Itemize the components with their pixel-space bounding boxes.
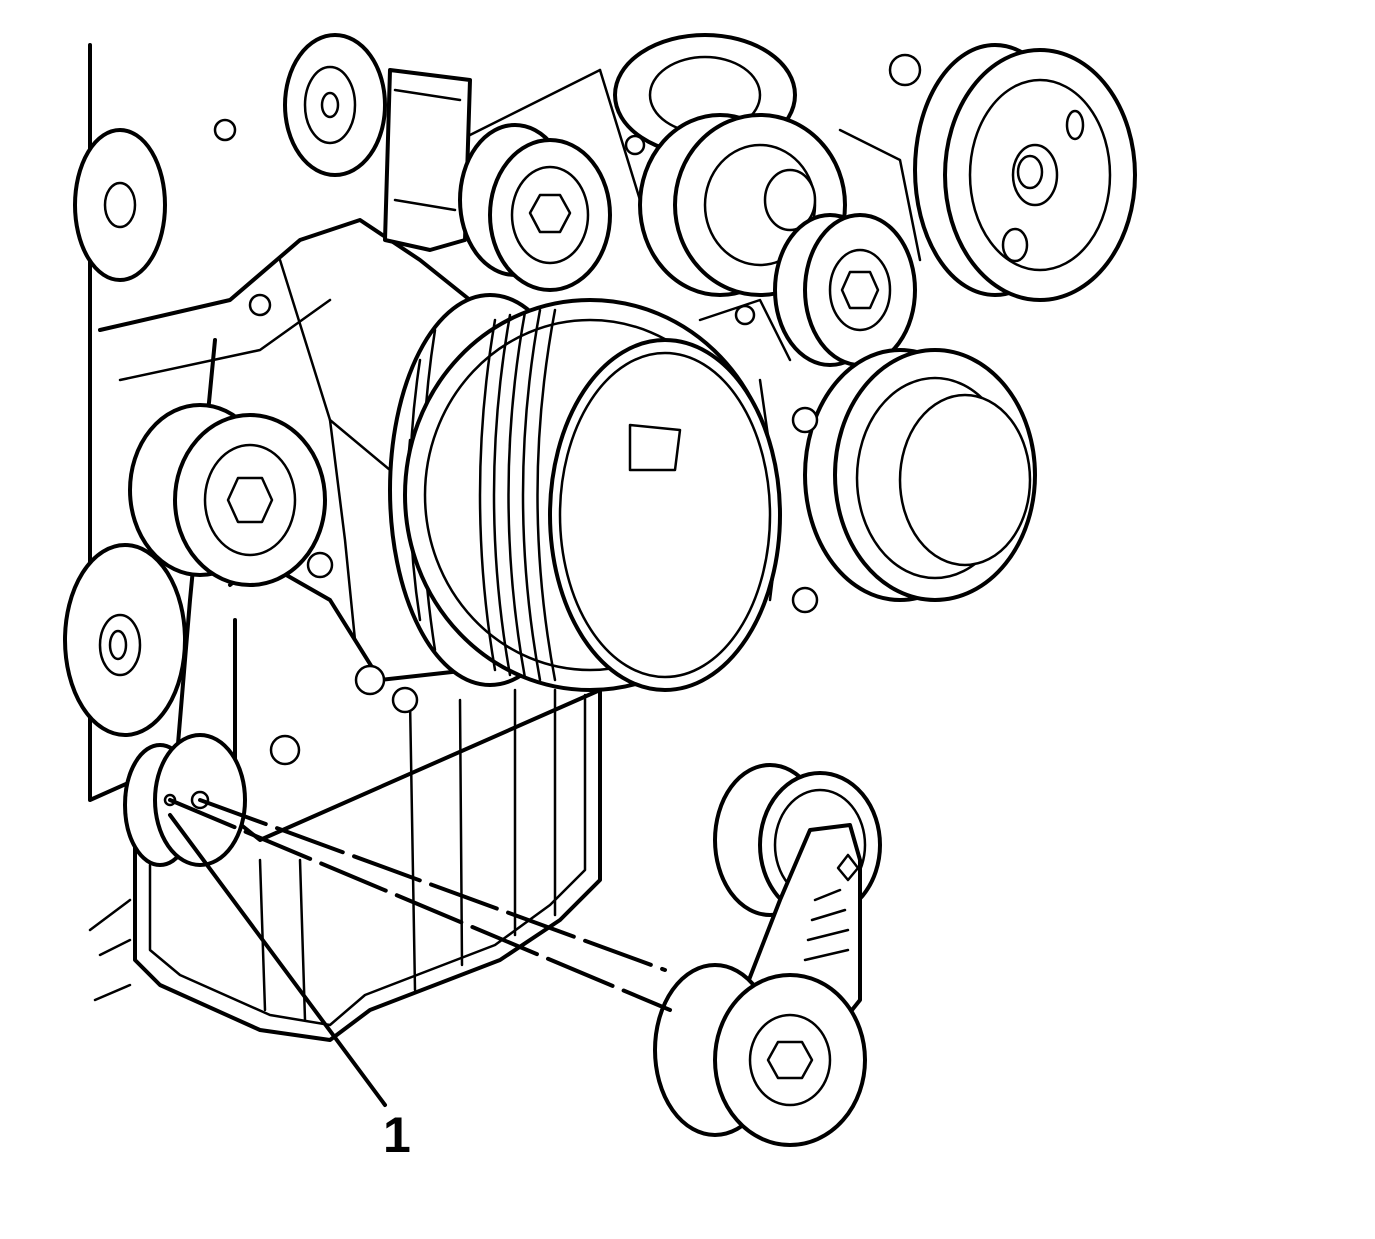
callout-1-leader-line bbox=[168, 813, 387, 1107]
far-left-upper-pulley bbox=[73, 128, 167, 282]
water-pump-pulley bbox=[283, 33, 387, 177]
alignment-line bbox=[168, 798, 672, 1012]
right-idler-pulley bbox=[773, 213, 917, 367]
callout-1-label: 1 bbox=[383, 1107, 411, 1163]
crankshaft-balancer-pulley bbox=[388, 293, 782, 692]
far-left-lower-pulley bbox=[63, 543, 187, 737]
belt-tensioner-assembly bbox=[653, 763, 882, 1147]
front-cover-bolts bbox=[213, 118, 756, 766]
thermostat-housing bbox=[383, 68, 472, 252]
left-idler-pulley bbox=[128, 403, 334, 587]
side-engine-lines bbox=[88, 898, 132, 1002]
power-steering-pulley bbox=[888, 43, 1137, 302]
ac-compressor-pulley bbox=[791, 348, 1037, 614]
tensioner-mounting-boss bbox=[123, 733, 247, 867]
upper-idler-pulley bbox=[458, 123, 612, 292]
